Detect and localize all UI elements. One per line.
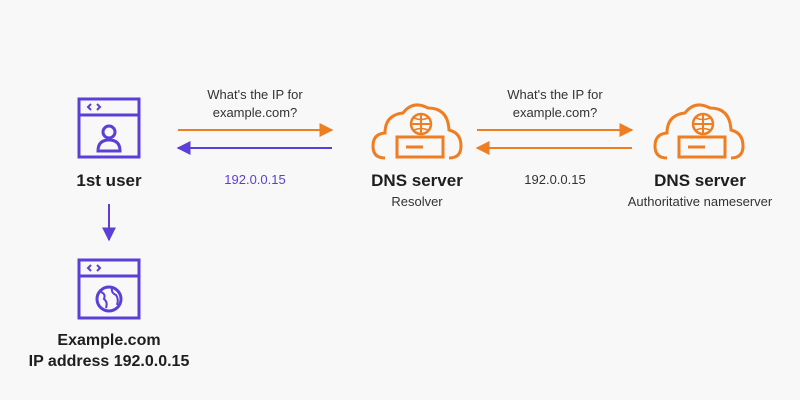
- reply-label-resolver-to-user: 192.0.0.15: [224, 172, 286, 187]
- website-title: Example.com: [57, 332, 161, 349]
- browser-window-user-icon: [77, 97, 141, 159]
- user-title: 1st user: [76, 171, 142, 190]
- reply-label-authoritative-to-resolver: 192.0.0.15: [524, 172, 586, 187]
- authoritative-subtitle: Authoritative nameserver: [627, 194, 773, 209]
- resolver-cloud-server-icon: [371, 103, 463, 160]
- query-label-resolver-to-authoritative: What's the IP for example.com?: [495, 86, 615, 122]
- query-label-line1: What's the IP for: [207, 87, 303, 102]
- browser-window-globe-icon: [77, 258, 141, 320]
- resolver-subtitle: Resolver: [391, 194, 443, 209]
- query-label-line2: example.com?: [512, 105, 598, 120]
- authoritative-title: DNS server: [654, 171, 746, 190]
- resolver-title: DNS server: [371, 171, 463, 190]
- authoritative-cloud-server-icon: [653, 103, 745, 160]
- query-label-user-to-resolver: What's the IP for example.com?: [195, 86, 315, 122]
- query-label-line2: example.com?: [212, 105, 298, 120]
- website-ip-address: IP address 192.0.0.15: [28, 353, 190, 370]
- query-label-line1: What's the IP for: [507, 87, 603, 102]
